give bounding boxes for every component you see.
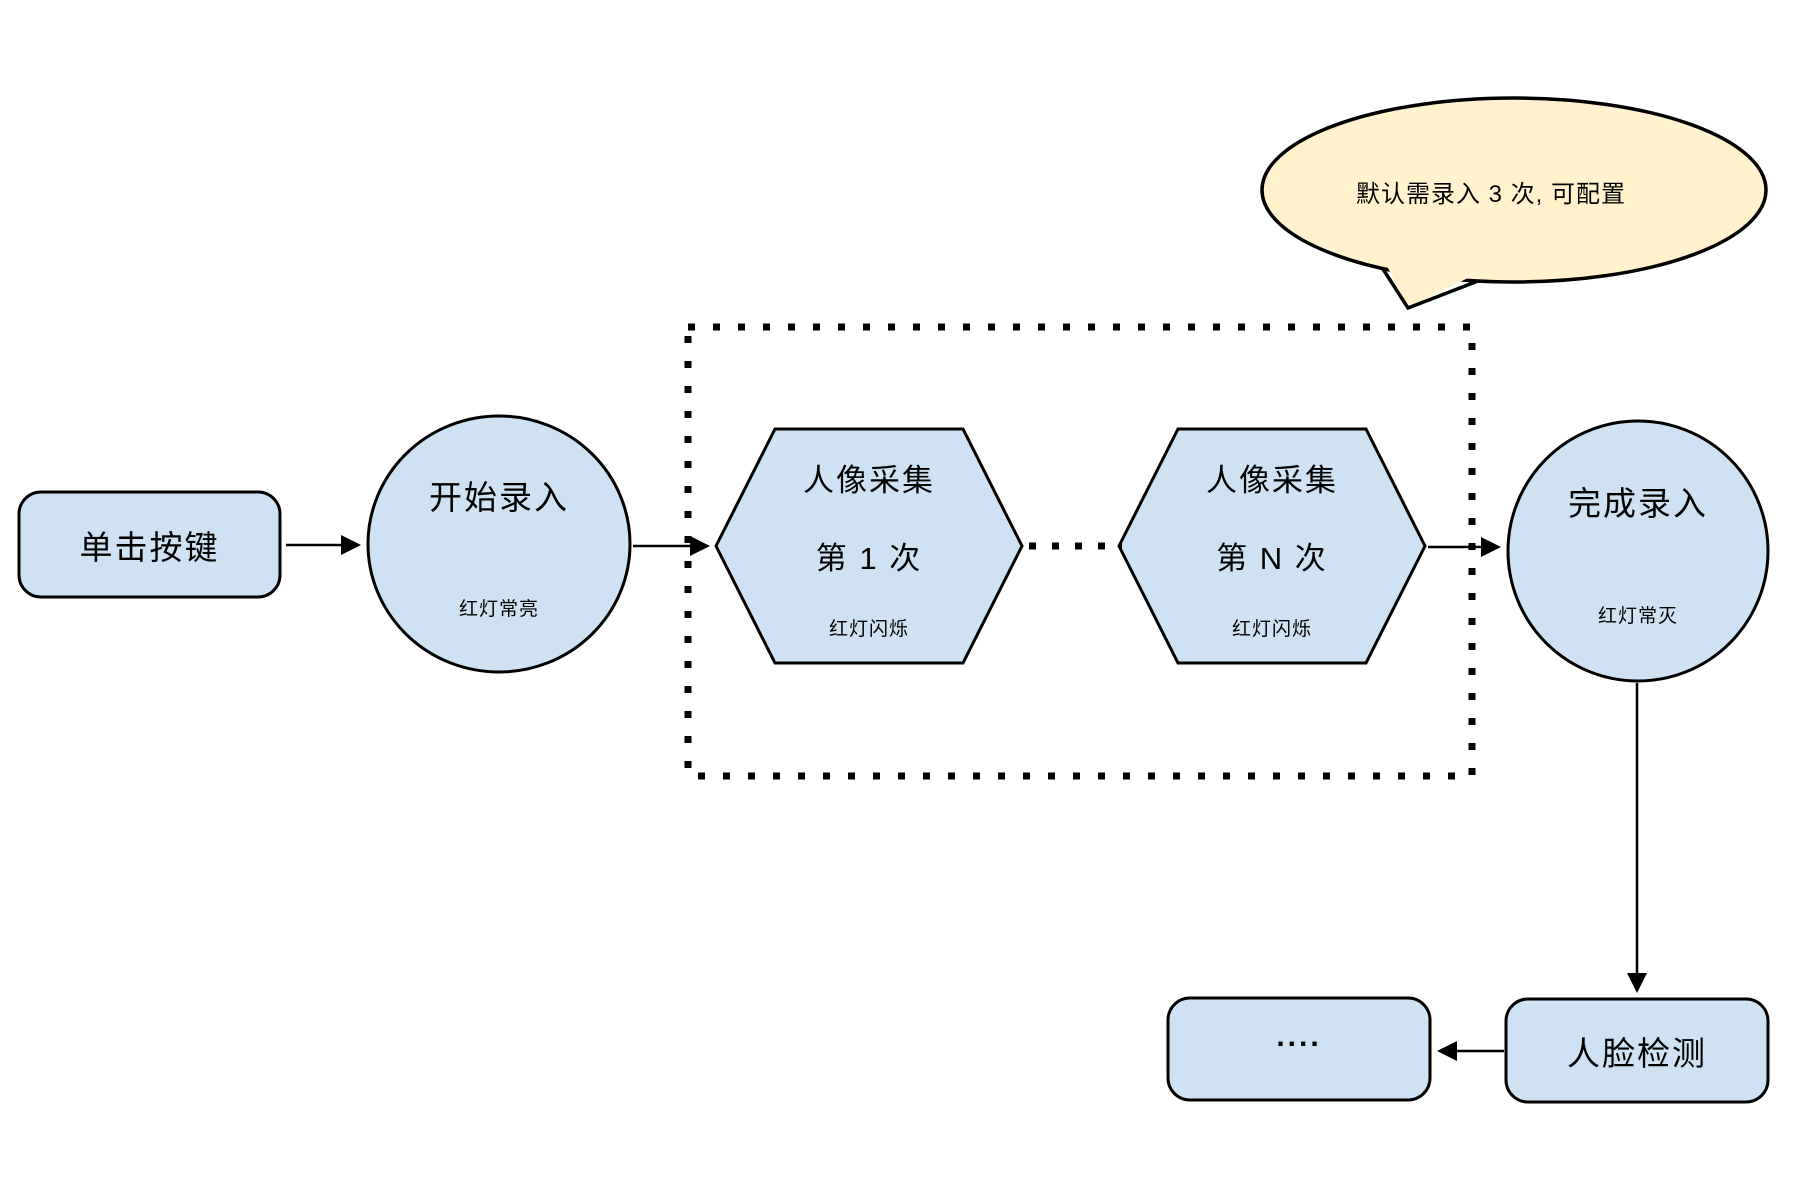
capture-n-title: 人像采集 bbox=[1206, 462, 1338, 498]
capture-1-subtitle: 第 1 次 bbox=[815, 540, 923, 576]
capture-1-title: 人像采集 bbox=[803, 462, 935, 498]
capture-1-status: 红灯闪烁 bbox=[828, 618, 909, 640]
capture-n-shape bbox=[1117, 427, 1427, 665]
note-bubble-tail-fill bbox=[1383, 258, 1480, 308]
continuation-label: .... bbox=[1276, 1020, 1322, 1053]
capture-group-dotted-border bbox=[684, 323, 1476, 780]
finish-entry-shape bbox=[1506, 419, 1770, 683]
continuation-shape bbox=[1166, 996, 1432, 1102]
note-bubble-text: 默认需录入 3 次, 可配置 bbox=[1355, 180, 1627, 208]
start-entry-shape bbox=[366, 414, 632, 674]
finish-entry-label: 完成录入 bbox=[1568, 485, 1708, 522]
start-entry-status: 红灯常亮 bbox=[458, 598, 539, 620]
face-detection-shape bbox=[1504, 997, 1770, 1104]
start-entry-label: 开始录入 bbox=[429, 479, 569, 516]
face-detection-label: 人脸检测 bbox=[1567, 1034, 1707, 1072]
note-bubble-tail-outline bbox=[1381, 268, 1479, 311]
note-bubble-shape bbox=[1260, 96, 1768, 284]
click-button-label: 单击按键 bbox=[79, 528, 220, 566]
finish-entry-status: 红灯常灭 bbox=[1597, 605, 1678, 627]
capture-n-subtitle: 第 N 次 bbox=[1216, 540, 1328, 576]
capture-1-shape bbox=[714, 427, 1024, 665]
capture-n-status: 红灯闪烁 bbox=[1231, 618, 1312, 640]
click-button-shape bbox=[17, 490, 282, 599]
